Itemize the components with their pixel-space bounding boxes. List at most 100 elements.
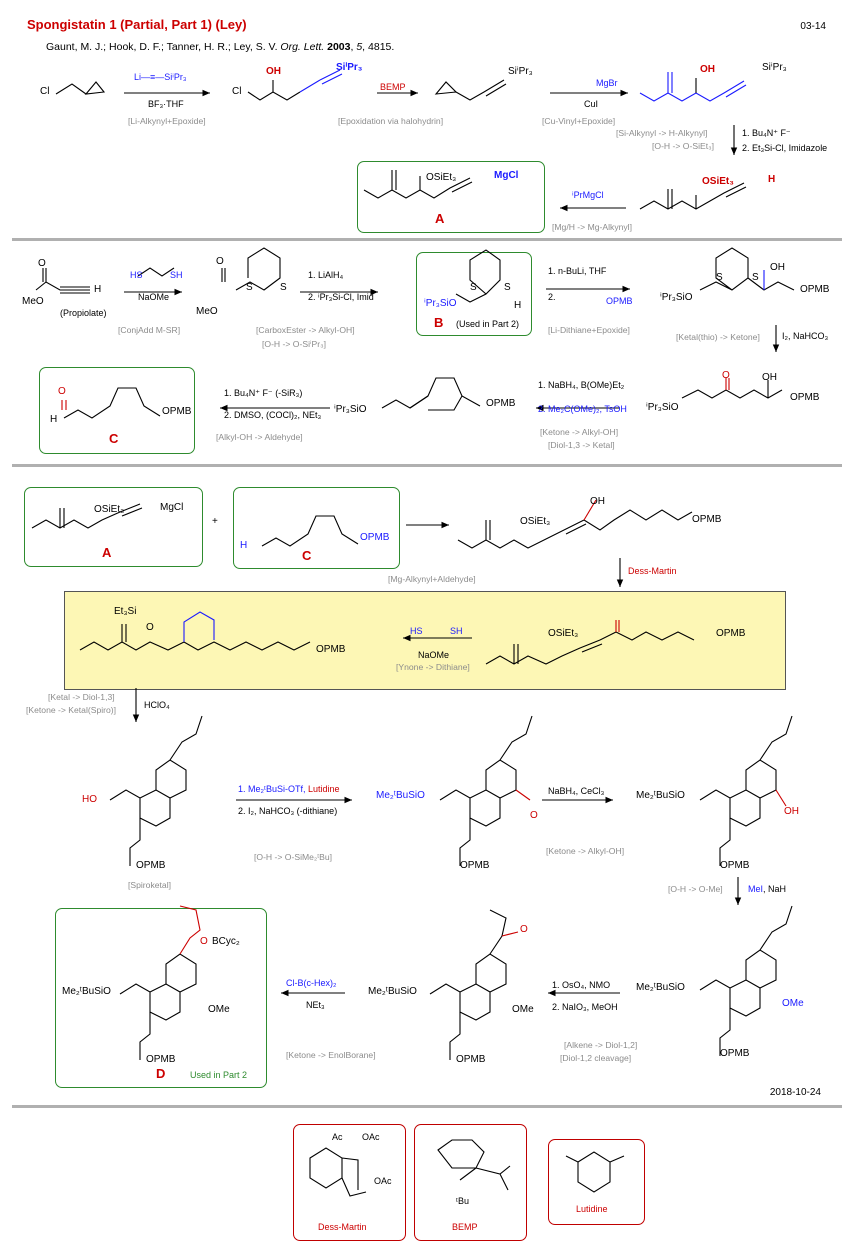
si-label: ⁱPr₃SiO bbox=[646, 402, 679, 413]
reagent-dess-martin: Dess-Martin bbox=[628, 566, 677, 576]
step-type: [Epoxidation via halohydrin] bbox=[338, 116, 444, 126]
compound-B-label: B bbox=[434, 315, 444, 330]
opmb-label: OPMB bbox=[800, 284, 830, 295]
section-divider bbox=[12, 464, 842, 467]
step-type: [Alkyl-OH -> Aldehyde] bbox=[216, 432, 303, 442]
step-type: [Mg-Alkynyl+Aldehyde] bbox=[388, 574, 476, 584]
o-label: O bbox=[722, 370, 730, 381]
dess-martin-box bbox=[293, 1124, 406, 1241]
reagent-tips: 2. ⁱPr₃Si-Cl, Imid bbox=[308, 292, 374, 302]
compound-D-box bbox=[55, 908, 267, 1088]
ome-label: OMe bbox=[208, 1004, 230, 1015]
cl-label: Cl bbox=[232, 86, 242, 97]
page-date: 2018-10-24 bbox=[769, 1087, 821, 1098]
step-type: [Ketal -> Diol-1,3] bbox=[48, 692, 115, 702]
tbs-label: Me₂ᵗBuSiO bbox=[376, 790, 425, 801]
citation: Gaunt, M. J.; Hook, D. F.; Tanner, H. R.… bbox=[46, 41, 395, 53]
reagent-buli: 1. n-BuLi, THF bbox=[548, 266, 607, 276]
reagent-nah-text: , NaH bbox=[763, 884, 787, 894]
si-label: SiⁱPr₃ bbox=[336, 62, 363, 73]
reagent-luche: NaBH₄, CeCl₃ bbox=[548, 786, 605, 796]
bemp-name: BEMP bbox=[452, 1222, 478, 1232]
sh-label: SH bbox=[170, 270, 183, 280]
reagent-nabh4: 1. NaBH₄, B(OMe)Et₂ bbox=[538, 380, 625, 390]
reagent-mei: MeI, NaH bbox=[748, 884, 786, 894]
s-label: S bbox=[246, 282, 253, 293]
ho-label: HO bbox=[82, 794, 97, 805]
reagent-bf3: BF₃·THF bbox=[148, 99, 184, 109]
osi-label: OSiEt₃ bbox=[426, 172, 457, 183]
step-type: [Ketone -> Alkyl-OH] bbox=[540, 427, 619, 437]
opmb-label: OPMB bbox=[720, 1048, 750, 1059]
compound-A-label: A bbox=[435, 211, 445, 226]
used-in-part2: Used in Part 2 bbox=[190, 1070, 248, 1080]
spiroketal-name: [Spiroketal] bbox=[128, 880, 171, 890]
o-label: O bbox=[216, 256, 224, 267]
h-label: H bbox=[514, 300, 522, 311]
oac-label: OAc bbox=[374, 1176, 392, 1186]
osi-label: OSiEt₃ bbox=[548, 628, 579, 639]
opmb-label: OPMB bbox=[360, 532, 390, 543]
o-label: O bbox=[200, 936, 208, 947]
reagent-lialh4: 1. LiAlH₄ bbox=[308, 270, 344, 280]
step-type: [O-H -> O-SiⁱPr₃] bbox=[262, 339, 326, 349]
s-label: S bbox=[752, 272, 759, 283]
sm-cl-label: Cl bbox=[40, 86, 50, 97]
h-label: H bbox=[240, 540, 248, 551]
step-type: [Si-Alkynyl -> H-Alkynyl] bbox=[616, 128, 708, 138]
osi-label: OSiEt₃ bbox=[520, 516, 551, 527]
s-label: S bbox=[504, 282, 511, 293]
o-label: O bbox=[146, 622, 154, 633]
compound-A-box-2 bbox=[24, 487, 203, 567]
compound-A-label: A bbox=[102, 545, 112, 560]
dess-martin-name: Dess-Martin bbox=[318, 1222, 367, 1232]
opmb-label: OPMB bbox=[720, 860, 750, 871]
step-type: [Ynone -> Dithiane] bbox=[396, 662, 470, 672]
h-label: H bbox=[94, 284, 102, 295]
reagent-net3: NEt₃ bbox=[306, 1000, 325, 1010]
meo-label: MeO bbox=[196, 306, 218, 317]
opmb-label: OPMB bbox=[162, 406, 192, 417]
tbs-label: Me₂ᵗBuSiO bbox=[636, 982, 685, 993]
page-title: Spongistatin 1 (Partial, Part 1) (Ley) bbox=[27, 17, 247, 32]
oac-label: OAc bbox=[362, 1132, 380, 1142]
oh-label: OH bbox=[590, 496, 605, 507]
oh-label: OH bbox=[770, 262, 785, 273]
opmb-label: OPMB bbox=[716, 628, 746, 639]
osi-label: OSiEt₃ bbox=[94, 504, 125, 515]
reagent-li-alkyne: Li—≡—SiⁱPr₃ bbox=[134, 72, 187, 82]
reagent-tbaf: 1. Bu₄N⁺ F⁻ bbox=[742, 128, 791, 138]
reagent-dmp: 2. Me₂C(OMe)₂, TsOH bbox=[538, 404, 627, 414]
mgcl-label: MgCl bbox=[160, 502, 184, 513]
oh-label: OH bbox=[700, 64, 715, 75]
hs-label: HS bbox=[410, 626, 423, 636]
sh-label: SH bbox=[450, 626, 463, 636]
reagent-swern: 2. DMSO, (COCl)₂, NEt₃ bbox=[224, 410, 322, 420]
reagent-bemp: BEMP bbox=[380, 82, 406, 92]
step-type: [Alkene -> Diol-1,2] bbox=[564, 1040, 638, 1050]
bcyc-label: BCyc₂ bbox=[212, 936, 240, 947]
step-type: [Mg/H -> Mg-Alkynyl] bbox=[552, 222, 632, 232]
meo-label: MeO bbox=[22, 296, 44, 307]
reagent-i2: 2. I₂, NaHCO₃ (-dithiane) bbox=[238, 806, 338, 816]
ome-label: OMe bbox=[512, 1004, 534, 1015]
year: 2003 bbox=[327, 41, 351, 53]
reagent-hclo4: HClO₄ bbox=[144, 700, 170, 710]
opmb-label: OPMB bbox=[146, 1054, 176, 1065]
si-label: ⁱPr₃SiO bbox=[334, 404, 367, 415]
opmb-label: OPMB bbox=[692, 514, 722, 525]
s-label: S bbox=[280, 282, 287, 293]
plus-sign: + bbox=[212, 516, 218, 527]
step-type: [CarboxEster -> Alkyl-OH] bbox=[256, 325, 355, 335]
reagent-clbchx2: Cl-B(c-Hex)₂ bbox=[286, 978, 337, 988]
si-label: ⁱPr₃SiO bbox=[660, 292, 693, 303]
page-code: 03-14 bbox=[800, 21, 826, 32]
compound-C-label: C bbox=[302, 548, 312, 563]
tbs-label: Me₂ᵗBuSiO bbox=[636, 790, 685, 801]
step-type: [Diol-1,2 cleavage] bbox=[560, 1053, 632, 1063]
reagent-tbsotf-text: 1. Me₂ᵗBuSi-OTf, bbox=[238, 784, 306, 794]
step-type: [Diol-1,3 -> Ketal] bbox=[548, 440, 615, 450]
opmb-label: OPMB bbox=[606, 296, 633, 306]
opmb-label: OPMB bbox=[316, 644, 346, 655]
